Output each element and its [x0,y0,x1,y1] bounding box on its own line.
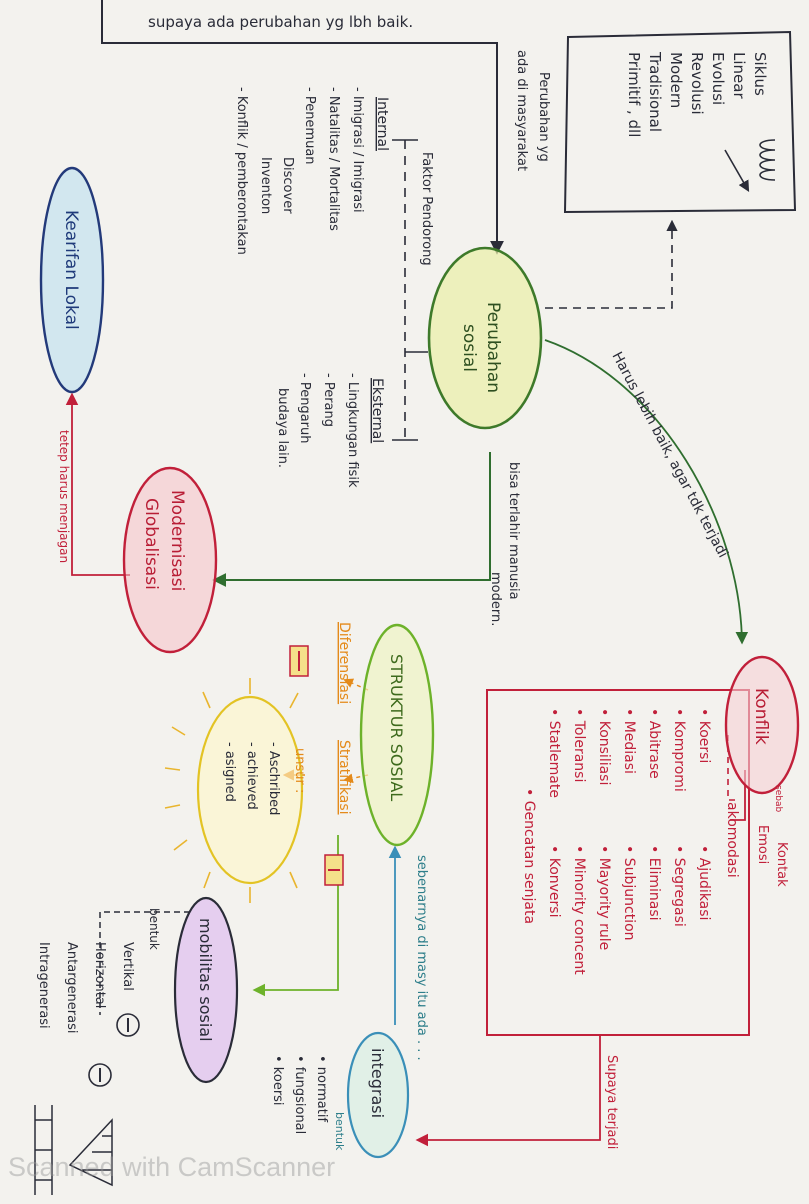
internal-item-0: - Imigrasi / Imigrasi [350,87,365,213]
integrasi-item-2: • koersi [270,1055,285,1106]
perubahan-label: Perubahan yg ada di masyarakat [514,50,551,171]
box-item-0: Siklus [751,52,769,96]
sun-ray-2 [165,768,180,770]
harus-lebih-label: Harus lebih baik, agar tdk terjadi [608,349,730,560]
red-link-integrasi [418,1035,600,1140]
sun-ray-1 [172,727,185,735]
akomodasi-left-6: • Statlemate [546,708,562,798]
box-item-1: Linear [730,52,748,99]
sun-ray-5 [204,872,210,888]
sun-ray-4 [174,840,187,850]
akomodasi-right-4: • Mayority rule [596,845,612,950]
mobilitas-label: mobilitas sosial [196,918,215,1042]
akomodasi-right-0: • Ajudikasi [696,845,712,920]
mobilitas-item-3: Intragenerasi [36,942,51,1029]
box-item-4: Modern [667,52,685,108]
tetap-harus-label: tetep harus menjagan [57,430,71,563]
internal-item-2: - Penemuan [302,87,317,165]
akomodasi-left-4: • Konsiliasi [596,708,612,785]
red-link-kearifan [72,395,130,575]
eksternal-title: Eksternal [369,378,385,443]
akomodasi-left-3: • Mediasi [621,708,637,774]
bisa-terlahir-label: bisa terlahir manusia modern. [488,462,521,626]
sun-ray-10 [290,693,298,708]
box-item-5: Tradisional [646,51,664,132]
mobilitas-item-2: Antargenerasi [64,942,79,1034]
unsur-item-1: - achieved [244,742,259,810]
akomodasi-left-2: • Abitrase [646,708,662,779]
diferensiasi-label: Diferensiasi [336,622,352,704]
akomodasi-right-list: • Ajudikasi • Segregasi • Eliminasi • Su… [546,845,712,975]
modernisasi-line-1: Modernisasi [167,490,187,591]
stratifikasi-label: Stratifikasi [336,740,352,815]
integrasi-item-0: • normatif [314,1055,329,1122]
internal-item-1: - Natalitas / Mortalitas [326,87,341,231]
akomodasi-right-1: • Segregasi [671,845,687,927]
akomodasi-left-7: • Gencatan senjata [521,788,537,924]
unsur-label: unsur : [292,748,307,793]
eksternal-item-2: - Pengaruh [297,373,312,443]
akomodasi-title: akomodasi [724,802,740,878]
internal-item-4: Inventon [258,157,273,214]
integrasi-item-1: • fungsional [292,1055,307,1134]
perubahan-sosial-line-1: Perubahan [483,302,503,393]
struktur-label: STRUKTUR SOSIAL [387,654,406,801]
akomodasi-right-6: • Konversi [546,845,562,917]
perubahan-label-line-1: Perubahan yg [536,72,551,162]
linear-arrow-icon [725,150,748,190]
akomodasi-left-1: • Kompromi [671,708,687,792]
mobilitas-list: Vertikal Horizontal Antargenerasi Intrag… [36,942,135,1034]
akomodasi-right-5: • Minority concent [571,845,587,975]
siklus-box-list: Siklus Linear Evolusi Revolusi Modern Tr… [625,51,769,137]
unsur-item-0: - Aschribed [266,742,281,815]
perubahan-sosial-line-2: sosial [459,324,479,372]
bisa-terlahir-line-1: bisa terlahir manusia [506,462,521,600]
eksternal-item-3: budaya lain. [275,388,290,468]
bentuk-label: bentuk [147,908,161,950]
top-note: supaya ada perubahan yg lbh baik. [148,13,413,31]
camscanner-watermark: Scanned with CamScanner [8,1152,335,1183]
akomodasi-left-5: • Toleransi [571,708,587,782]
eksternal-list: Eksternal - Lingkungan fisik - Perang - … [275,373,385,488]
integrasi-bentuk-label: bentuk [333,1112,346,1151]
konflik-label: Konflik [751,688,771,745]
integrasi-list: • normatif • fungsional • koersi [270,1055,329,1134]
spiral-doodle-icon [760,140,775,180]
mobilitas-item-1: Horizontal [92,942,107,1008]
akomodasi-left-0: • Koersi [696,708,712,763]
perubahan-label-line-2: ada di masyarakat [514,50,529,171]
eksternal-item-1: - Perang [321,373,336,427]
internal-title: Internal [374,97,390,151]
eksternal-item-0: - Lingkungan fisik [345,373,360,488]
kearifan-label: Kearifan Lokal [61,210,81,330]
dashed-link-box [545,222,672,308]
unsur-item-2: - asigned [222,742,237,802]
akomodasi-right-2: • Eliminasi [646,845,662,921]
sebab-label: sebab [773,785,783,812]
modernisasi-line-2: Globalisasi [141,498,161,590]
internal-item-5: - Konflik / pemberontakan [234,87,249,255]
emosi-label: Emosi [755,825,770,864]
kontak-label: Kontak [774,842,789,887]
mobilitas-item-0: Vertikal [120,942,135,991]
bisa-terlahir-line-2: modern. [488,572,503,626]
faktor-label: Faktor Pendorong [419,152,434,266]
green-link-konflik [545,340,742,642]
akomodasi-right-3: • Subjunction [621,845,637,941]
top-frame-line [102,0,497,252]
sun-ray-3 [165,805,180,808]
internal-list: Internal - Imigrasi / Imigrasi - Natalit… [234,87,390,255]
box-item-3: Revolusi [688,52,706,115]
supaya-terjadi-label: Supaya terjadi [604,1055,619,1149]
sebenarnya-label: sebenarnya di masy itu ada . . . [414,855,429,1061]
box-item-6: Primitif , dll [625,52,643,137]
box-item-2: Evolusi [709,52,727,105]
integrasi-label: integrasi [368,1048,387,1118]
internal-item-3: Discover [280,157,295,214]
sun-ray-8 [203,692,210,708]
sun-ray-7 [290,872,297,888]
